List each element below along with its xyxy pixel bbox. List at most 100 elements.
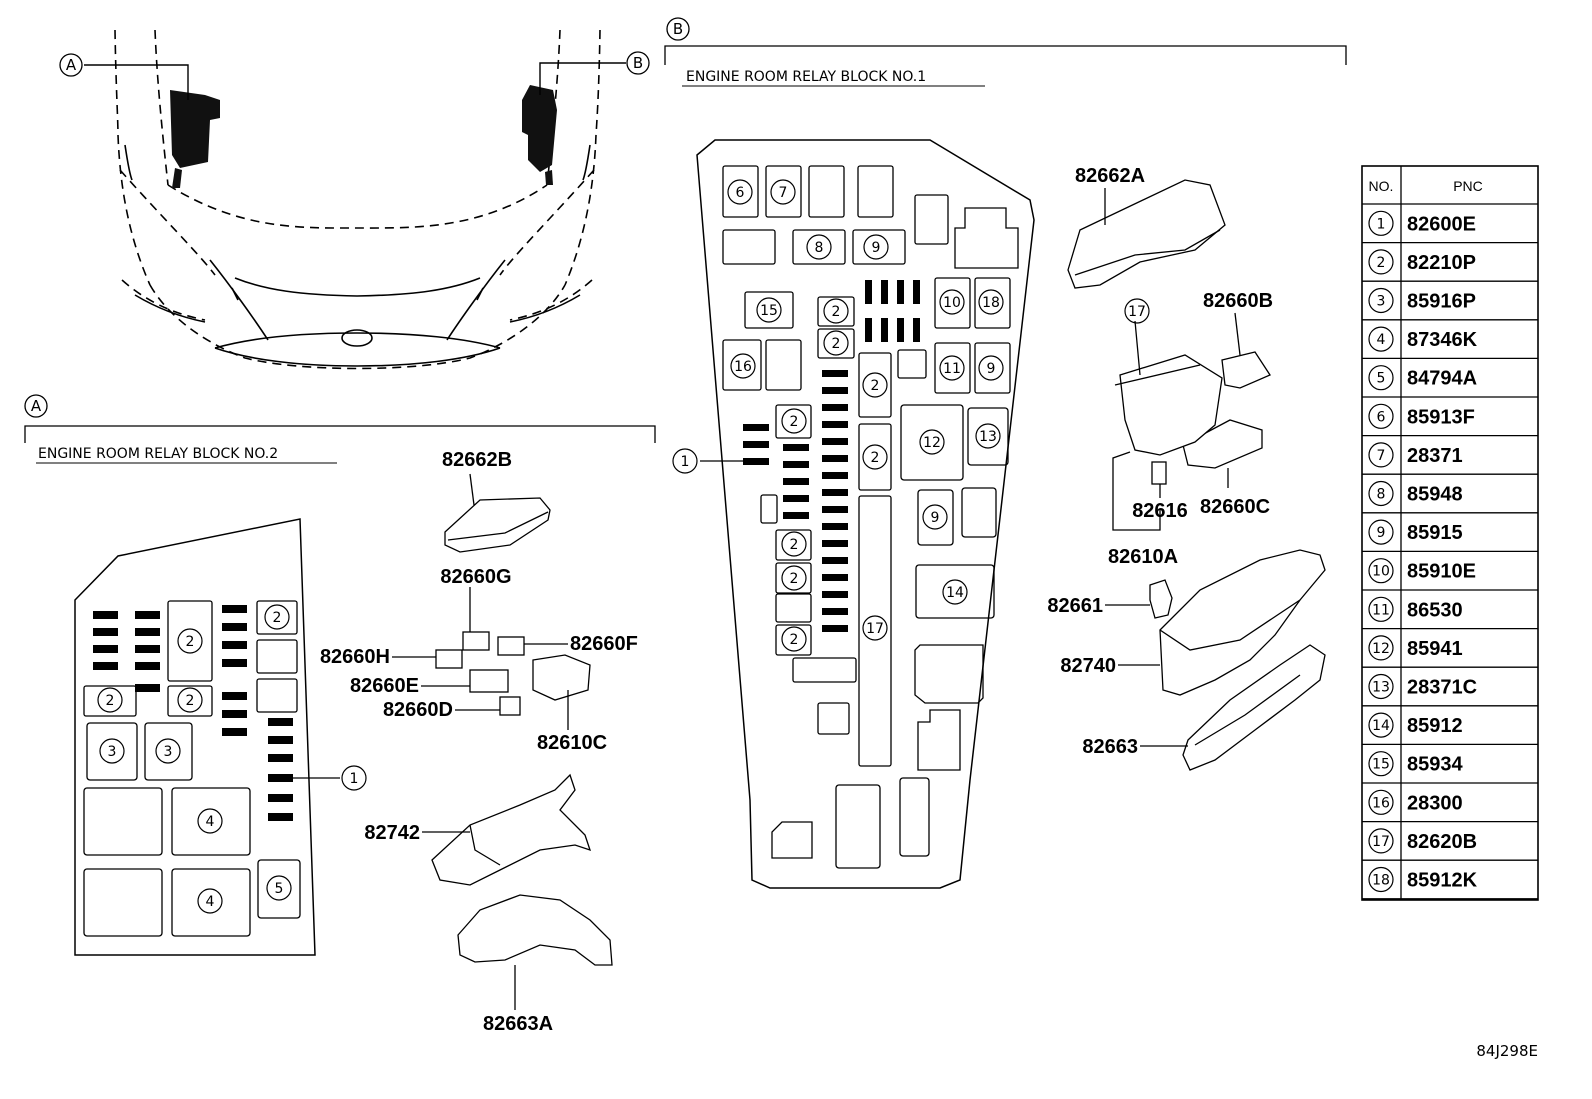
circled-number-text: 15 <box>760 303 778 319</box>
table-row-pnc: 84794A <box>1407 368 1477 390</box>
table-row-no: 13 <box>1372 680 1390 696</box>
circled-number-text: 2 <box>790 414 799 430</box>
block-82610c-illustration <box>532 654 591 701</box>
circled-number-text: 2 <box>186 693 195 709</box>
label-82663: 82663 <box>1082 736 1138 758</box>
table-row-no: 18 <box>1372 873 1390 889</box>
circled-number-text: 2 <box>790 537 799 553</box>
circled-number-text: 11 <box>943 361 961 377</box>
table-row-no: 1 <box>1377 216 1386 232</box>
table-row-pnc: 28300 <box>1407 792 1463 814</box>
block2-fuses <box>93 605 293 821</box>
table-header-pnc: PNC <box>1453 178 1483 194</box>
circled-number: 2 <box>781 531 807 557</box>
label-82660g: 82660G <box>440 566 511 588</box>
label-82660d: 82660D <box>383 699 453 721</box>
circled-number: 2 <box>177 628 203 654</box>
circled-number-text: 2 <box>832 336 841 352</box>
connector-82660b-illustration <box>1221 351 1271 389</box>
block1-outline <box>696 139 1035 889</box>
table-row: 17 82620B <box>1368 828 1477 854</box>
circled-number: 11 <box>939 355 965 381</box>
circled-number: 1 <box>341 765 367 791</box>
circled-number-text: 2 <box>273 610 282 626</box>
table-row-pnc: 82620B <box>1407 831 1477 853</box>
label-82742: 82742 <box>364 822 420 844</box>
circled-number: 2 <box>862 444 888 470</box>
circled-number-text: 1 <box>681 454 690 470</box>
cover-82663-illustration <box>1182 644 1326 771</box>
label-82660h: 82660H <box>320 646 390 668</box>
circled-number: 12 <box>919 429 945 455</box>
circled-number: 9 <box>922 504 948 530</box>
table-row-pnc: 85913F <box>1407 406 1475 428</box>
relay-block-location-a <box>170 90 220 188</box>
circled-number: 1 <box>672 448 698 474</box>
block1-heading: ENGINE ROOM RELAY BLOCK NO.1 <box>686 69 926 85</box>
table-row-pnc: 85916P <box>1407 291 1476 313</box>
svg-text:A: A <box>66 56 77 74</box>
label-82610a: 82610A <box>1108 546 1178 568</box>
table-row-no: 5 <box>1377 371 1386 387</box>
table-row-pnc: 28371 <box>1407 445 1463 467</box>
circled-number-text: 16 <box>734 359 752 375</box>
table-row-no: 16 <box>1372 795 1390 811</box>
circled-number: 13 <box>975 423 1001 449</box>
circled-number-text: 18 <box>982 295 1000 311</box>
table-row-no: 11 <box>1372 602 1390 618</box>
circled-number: 16 <box>730 353 756 379</box>
callout-b-top: B <box>626 51 650 75</box>
circled-number-text: 3 <box>164 744 173 760</box>
table-row-pnc: 85912 <box>1407 715 1463 737</box>
block1-slots <box>722 165 1019 869</box>
circled-number: 4 <box>197 888 223 914</box>
circled-number-text: 2 <box>871 450 880 466</box>
section-b-frame: B ENGINE ROOM RELAY BLOCK NO.1 <box>664 17 1347 87</box>
svg-text:A: A <box>31 397 42 415</box>
circled-number: 15 <box>756 297 782 323</box>
cover-82662a-illustration <box>1067 179 1226 289</box>
circled-number-text: 8 <box>815 240 824 256</box>
cover-82663a-illustration <box>457 894 613 966</box>
connector-82616-illustration <box>1151 461 1167 485</box>
diagram-code: 84J298E <box>1476 1042 1538 1060</box>
table-row: 5 84794A <box>1368 365 1477 391</box>
circled-number: 4 <box>197 808 223 834</box>
table-row-no: 4 <box>1377 332 1386 348</box>
label-82661: 82661 <box>1047 595 1103 617</box>
circled-number: 3 <box>155 738 181 764</box>
connector-82660g-illustration <box>462 631 490 651</box>
part-number-labels: 82662B 82660G 82660H 82660F 82660E 82660… <box>320 165 1273 1035</box>
circled-number-text: 17 <box>866 621 884 637</box>
table-row-no: 17 <box>1372 834 1390 850</box>
table-row-pnc: 85948 <box>1407 484 1463 506</box>
circled-number: 2 <box>862 372 888 398</box>
leader-lines <box>392 188 1241 1010</box>
vehicle-front-outline <box>114 29 601 370</box>
table-row-pnc: 85941 <box>1407 638 1463 660</box>
circled-number-text: 4 <box>206 814 215 830</box>
component-illustrations <box>431 179 1326 966</box>
table-row-pnc: 82600E <box>1407 213 1476 235</box>
label-82610c: 82610C <box>537 732 607 754</box>
circled-number: 2 <box>97 687 123 713</box>
table-row: 1 82600E <box>1368 210 1476 236</box>
label-82616: 82616 <box>1132 500 1188 522</box>
circled-number-text: 2 <box>871 378 880 394</box>
callout-a-top: A <box>59 53 83 77</box>
circled-number-text: 9 <box>987 361 996 377</box>
circled-number-text: 14 <box>946 585 964 601</box>
case-82742-illustration <box>431 773 592 886</box>
connector-82660c-illustration <box>1182 419 1263 469</box>
circled-number: 2 <box>177 687 203 713</box>
circled-number-text: 2 <box>186 634 195 650</box>
table-row-no: 2 <box>1377 255 1386 271</box>
